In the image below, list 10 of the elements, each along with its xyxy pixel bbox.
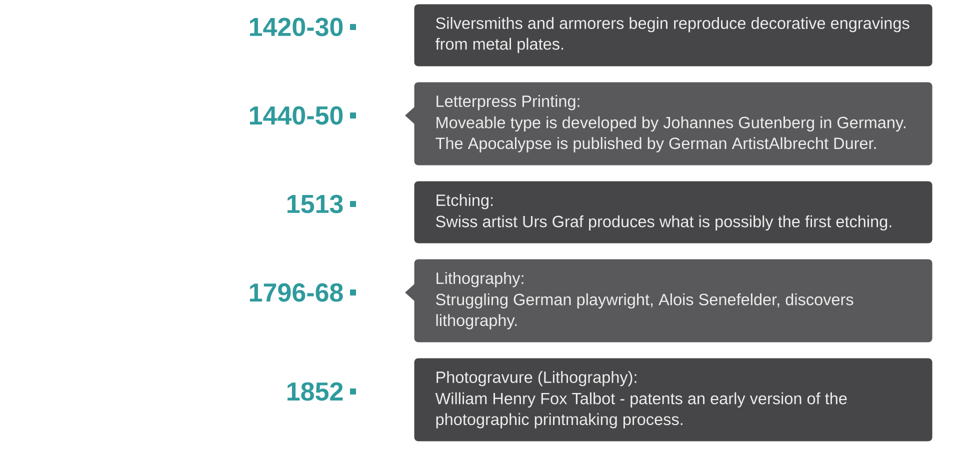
event-box: Silversmiths and armorers begin reproduce decorative engravings from metal plates.: [414, 4, 932, 66]
year-label: 1420-30: [250, 18, 343, 36]
event-description: William Henry Fox Talbot - patents an early version of the photographic printmaking process.: [435, 392, 847, 428]
year-label: 1440-50: [250, 106, 343, 125]
year-label: 1513: [288, 194, 343, 214]
year-label: 1796-68: [250, 283, 343, 302]
event-description: Swiss artist Urs Graf produces what is possibly the first etching.: [436, 215, 892, 231]
year-label: 1852: [288, 382, 343, 401]
event-heading: Etching:: [436, 194, 493, 210]
event-heading: Photogravure (Lithography):: [436, 371, 636, 386]
